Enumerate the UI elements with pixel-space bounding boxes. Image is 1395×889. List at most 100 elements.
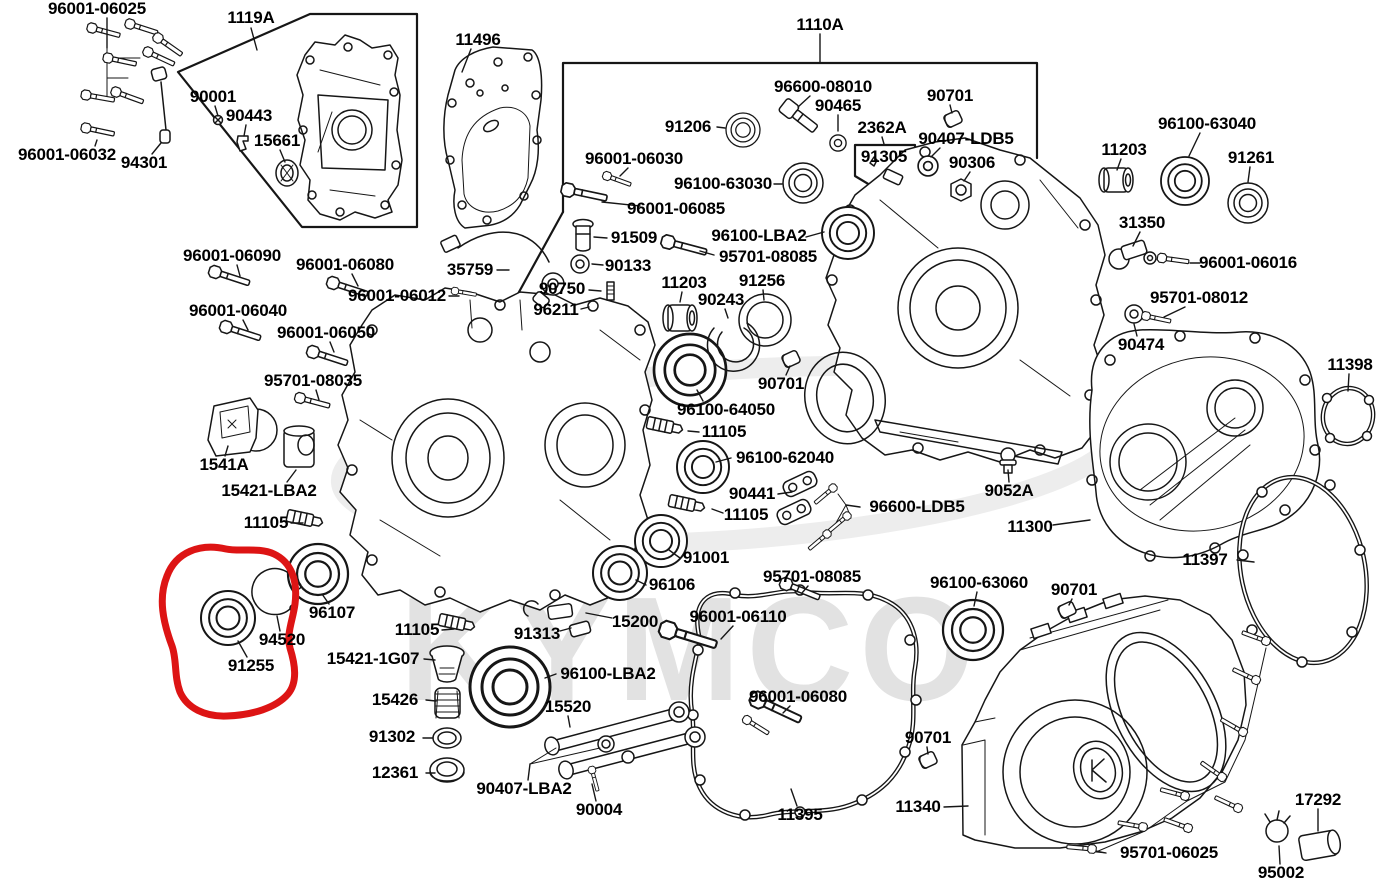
leader-line — [461, 48, 472, 73]
leader-line — [687, 430, 700, 433]
leader-line — [321, 593, 330, 605]
bolt-96600-08010-drawing — [778, 98, 819, 133]
leader-line — [151, 142, 162, 155]
leader-line — [1068, 598, 1073, 606]
leader-line — [724, 308, 729, 319]
screw-90750-drawing — [606, 281, 615, 301]
leader-line — [593, 236, 608, 239]
spring-15426-drawing — [434, 687, 461, 719]
bolt-cluster-top-left — [79, 17, 185, 140]
plates-90441-drawing — [776, 470, 818, 526]
leader-line — [635, 579, 647, 586]
leader-line — [777, 491, 793, 495]
outer-cover-11340-drawing — [961, 592, 1247, 849]
sensor-35759-drawing — [440, 231, 565, 309]
leader-line — [1188, 132, 1201, 157]
leader-line — [949, 104, 953, 114]
bolt-chain-95701-06025 — [1066, 627, 1272, 855]
leader-line — [930, 147, 941, 158]
leader-line — [716, 126, 726, 129]
leader-line — [351, 273, 359, 287]
leader-line — [423, 658, 436, 661]
bolts-96600-LDB5 — [806, 482, 853, 553]
leader-line — [762, 289, 765, 301]
leader-line — [329, 341, 335, 353]
leader-line — [973, 591, 978, 607]
leader-line — [425, 699, 437, 702]
cring-90243-drawing — [706, 322, 761, 372]
leader-lines — [94, 17, 1350, 865]
leader-line — [720, 625, 734, 640]
leader-line — [668, 549, 681, 559]
leader-line — [286, 469, 297, 483]
bushing-11203-right-drawing — [1098, 167, 1134, 193]
bracket-1541A-drawing — [207, 397, 278, 457]
leader-line — [881, 136, 885, 145]
leader-line — [567, 715, 571, 728]
leader-line — [224, 445, 229, 457]
gasket-11398-drawing — [1320, 385, 1376, 447]
leader-line — [1163, 306, 1186, 318]
leader-line — [805, 231, 825, 238]
leader-line — [943, 805, 969, 808]
plug-9052A-drawing — [999, 447, 1017, 474]
leader-line — [585, 612, 613, 619]
leader-line — [544, 673, 557, 679]
leader-line — [214, 105, 219, 117]
leader-line — [591, 783, 597, 802]
left-crankcase-drawing — [337, 287, 656, 613]
bearings-and-seals — [199, 112, 1269, 729]
leader-line — [1347, 373, 1350, 392]
leader-line — [315, 389, 320, 401]
leader-line — [963, 171, 971, 182]
leader-line — [279, 149, 286, 163]
gasket-11496-drawing — [443, 46, 543, 229]
cap-12361-drawing — [429, 757, 465, 783]
leader-line — [580, 306, 590, 310]
gasket-11395-drawing — [687, 584, 922, 821]
leader-line — [242, 319, 249, 331]
sensor-31350-drawing — [1108, 239, 1157, 270]
inner-cover-11300-drawing — [1086, 328, 1321, 562]
leader-line — [237, 640, 248, 658]
leader-line — [94, 139, 98, 147]
tube-17292-drawing — [1298, 829, 1342, 862]
leader-line — [1007, 469, 1010, 483]
leader-line — [1095, 850, 1107, 854]
clip-90443-drawing — [236, 135, 249, 152]
ring-91256-drawing — [738, 293, 792, 347]
kymco-emblem-icon — [1091, 758, 1107, 783]
plug-91509-drawing — [572, 218, 594, 252]
leader-line — [1132, 231, 1141, 247]
leader-line — [619, 167, 629, 177]
strainer-15421-1G07-drawing — [429, 645, 465, 683]
leader-line — [782, 705, 791, 714]
leader-line — [801, 585, 809, 594]
cover-plate-1119A-drawing — [296, 34, 403, 221]
leader-line — [711, 508, 724, 514]
seal-15661-drawing — [275, 159, 299, 187]
roller-15421-LBA2-drawing — [283, 425, 315, 468]
leader-line — [1247, 166, 1251, 183]
leader-line — [715, 457, 732, 463]
clamp-95002-drawing — [1264, 810, 1291, 843]
leader-line — [601, 201, 641, 207]
linkage-15520-drawing — [529, 701, 772, 793]
seals-90407-LBA2-drawing — [529, 735, 635, 765]
bushing-11203-center-drawing — [662, 304, 698, 332]
screw-90001-drawing — [212, 114, 224, 126]
leader-line — [845, 504, 861, 508]
leader-line — [797, 95, 811, 108]
leader-line — [790, 788, 798, 807]
leader-line — [679, 291, 683, 303]
leader-line — [441, 628, 455, 631]
leader-line — [559, 627, 572, 632]
leader-line — [785, 365, 791, 376]
leader-line — [1278, 845, 1281, 865]
leader-line — [696, 389, 704, 402]
leader-line — [236, 264, 241, 277]
pin-94301-drawing — [150, 66, 171, 144]
leader-line — [591, 263, 604, 266]
